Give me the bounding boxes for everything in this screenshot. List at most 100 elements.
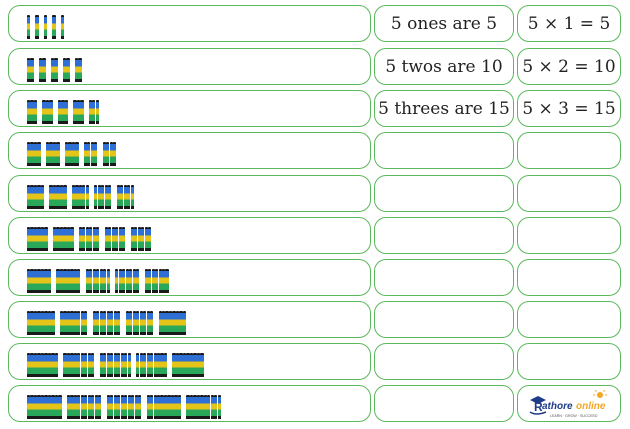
phrase-cell[interactable]	[374, 217, 514, 254]
phrase-cell[interactable]	[374, 385, 514, 422]
crayon-group	[64, 142, 79, 166]
crayon-icon	[87, 353, 91, 377]
phrase-cell[interactable]	[374, 175, 514, 212]
crayon-group	[59, 311, 88, 335]
phrase-cell[interactable]	[374, 343, 514, 380]
crayon-icon	[163, 353, 168, 377]
equation-cell[interactable]	[517, 259, 621, 296]
phrase-cell[interactable]	[374, 132, 514, 169]
crayon-icon	[193, 353, 197, 377]
crayon-groups	[27, 264, 174, 293]
crayon-icon	[71, 185, 76, 209]
crayon-icon	[150, 395, 154, 419]
crayon-icon	[189, 395, 194, 419]
crayon-group	[102, 142, 117, 166]
crayon-group	[88, 100, 99, 124]
crayon-icon	[27, 395, 31, 419]
crayon-icon	[85, 227, 89, 251]
crayon-group	[83, 142, 98, 166]
crayon-icon	[123, 185, 127, 209]
phrase-cell[interactable]	[374, 301, 514, 338]
crayon-icon	[96, 227, 100, 251]
crayon-icon	[151, 269, 155, 293]
crayon-icon	[33, 227, 38, 251]
crayon-icon	[108, 185, 112, 209]
crayon-icon	[200, 353, 204, 377]
equation-cell[interactable]	[517, 301, 621, 338]
crayon-group	[27, 311, 55, 335]
crayon-icon	[193, 395, 197, 419]
crayon-icon	[106, 142, 110, 166]
crayon-group	[27, 269, 52, 293]
crayon-icon	[82, 227, 86, 251]
crayon-icon	[118, 269, 122, 293]
crayon-icon	[30, 269, 34, 293]
crayon-icon	[38, 58, 43, 82]
equation-text	[518, 176, 620, 211]
crayon-icon	[115, 269, 119, 293]
crayon-icon	[113, 142, 117, 166]
crayon-icon	[87, 142, 91, 166]
equation-cell[interactable]	[517, 132, 621, 169]
crayon-icon	[70, 395, 74, 419]
crayon-icon	[182, 311, 187, 335]
crayon-icon	[59, 227, 64, 251]
phrase-cell[interactable]: 5 ones are 5	[374, 5, 514, 42]
phrase-cell[interactable]: 5 twos are 10	[374, 48, 514, 85]
crayon-icon	[33, 353, 38, 377]
crayon-icon	[47, 311, 52, 335]
crayon-icon	[56, 269, 60, 293]
crayon-icon	[66, 395, 71, 419]
equation-text: 5 × 2 = 10	[522, 56, 616, 77]
equation-cell[interactable]: 5 × 3 = 15	[517, 90, 621, 127]
crayon-group	[62, 58, 70, 82]
equation-cell[interactable]: 5 × 2 = 10	[517, 48, 621, 85]
crayon-icon	[129, 269, 133, 293]
crayon-icon	[127, 353, 131, 377]
table-row	[0, 217, 630, 256]
crayon-icon	[131, 395, 135, 419]
crayon-group	[27, 100, 38, 124]
crayon-icon	[160, 353, 164, 377]
crayon-icon	[111, 227, 115, 251]
crayon-icon	[156, 353, 161, 377]
crayon-icon	[179, 311, 183, 335]
crayon-icon	[58, 395, 62, 419]
crayon-icon	[47, 395, 52, 419]
crayon-icon	[196, 353, 201, 377]
svg-text:R: R	[534, 400, 543, 414]
crayon-icon	[136, 311, 140, 335]
crayon-group	[104, 227, 126, 251]
crayon-icon	[78, 185, 82, 209]
crayon-icon	[117, 395, 121, 419]
equation-cell[interactable]	[517, 343, 621, 380]
table-row: 5 twos are 10 5 × 2 = 10	[0, 48, 630, 87]
phrase-cell[interactable]	[374, 259, 514, 296]
equation-cell[interactable]	[517, 217, 621, 254]
crayon-icon	[73, 100, 77, 124]
crayon-icon	[127, 395, 131, 419]
equation-text	[518, 302, 620, 337]
crayon-icon	[150, 353, 154, 377]
crayon-icon	[90, 142, 94, 166]
table-row	[0, 301, 630, 340]
table-row	[0, 343, 630, 382]
equation-cell[interactable]	[517, 175, 621, 212]
phrase-text: 5 twos are 10	[385, 56, 503, 77]
phrase-cell[interactable]: 5 threes are 15	[374, 90, 514, 127]
equation-cell[interactable]: 5 × 1 = 5	[517, 5, 621, 42]
crayon-icon	[33, 185, 38, 209]
crayon-icon	[49, 185, 53, 209]
crayon-icon	[158, 311, 162, 335]
crayon-icon	[56, 142, 60, 166]
crayon-icon	[106, 269, 110, 293]
equation-text: 5 × 3 = 15	[522, 98, 616, 119]
svg-text:athore: athore	[542, 401, 573, 412]
crayon-icon	[33, 100, 38, 124]
crayon-icon	[40, 311, 45, 335]
crayon-groups-cell	[8, 5, 371, 42]
crayon-icon	[106, 353, 110, 377]
crayon-icon	[59, 269, 64, 293]
crayon-group	[136, 353, 168, 377]
